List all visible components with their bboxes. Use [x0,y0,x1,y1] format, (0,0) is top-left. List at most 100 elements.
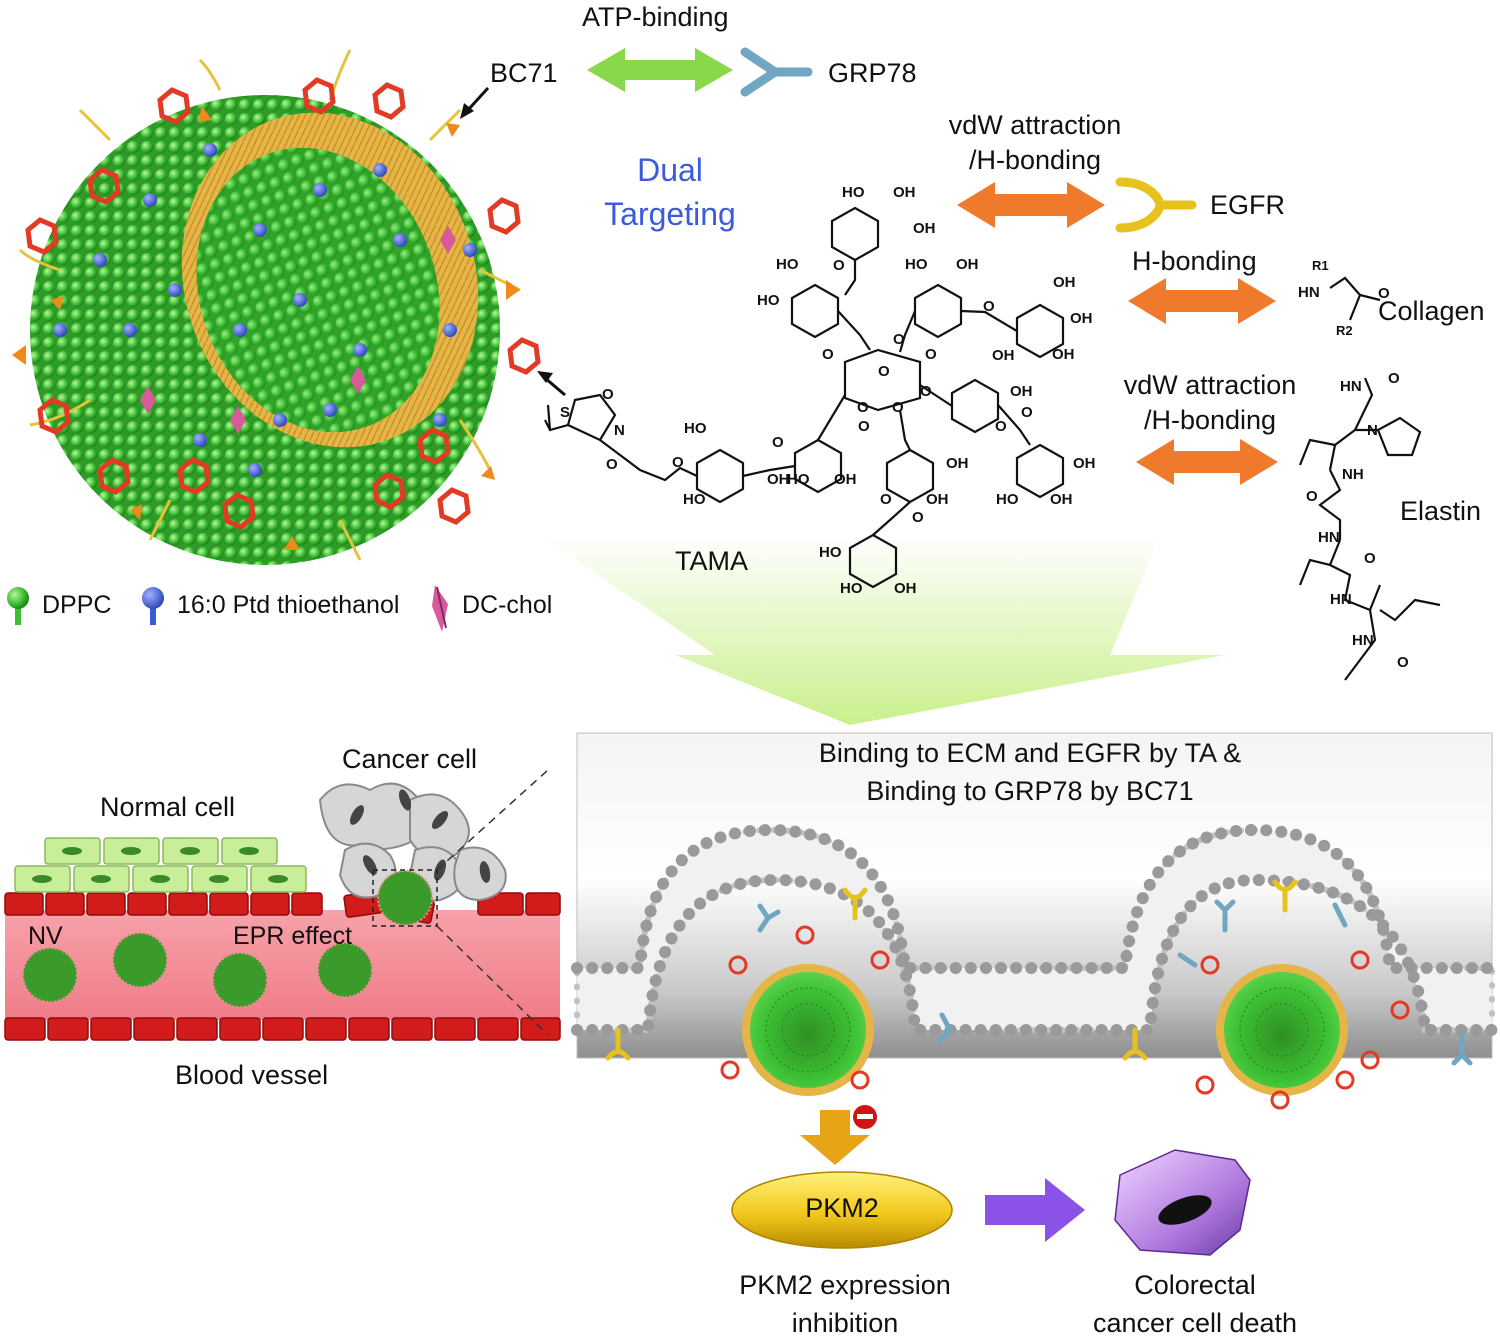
vdw-attraction-egfr-line1: vdW attraction [948,110,1122,140]
atom-o: O [920,383,932,400]
binding-panel [571,732,1498,1110]
tama-chemical-structure [544,206,1065,589]
atom-oh: OH [894,580,917,597]
atom-oh: OH [913,220,936,237]
atom-oh: OH [926,491,949,508]
vdw-attraction-egfr-line2: /H-bonding [968,145,1102,175]
atom-o: O [1388,370,1400,387]
atom-o: O [857,399,869,416]
atom-oh: OH [1052,346,1075,363]
atom-ho: HO [905,256,928,273]
epr-effect-label: EPR effect [233,922,353,950]
atom-o: O [1364,550,1376,567]
atom-hn: HN [1340,378,1362,395]
grp78-receptor-icon [740,47,813,97]
atp-binding-double-arrow [587,48,733,92]
atom-ho: HO [683,491,706,508]
atom-o: O [995,418,1007,435]
atom-o: O [912,509,924,526]
normal-cell-label: Normal cell [100,792,236,822]
death-arrow [985,1178,1085,1242]
atom-o: O [880,491,892,508]
h-bonding-label: H-bonding [1132,246,1257,276]
atom-o: O [672,454,684,471]
atom-o: O [602,386,614,403]
legend-dc-chol-label: DC-chol [462,591,553,619]
atom-nh: NH [1342,466,1364,483]
atom-ho: HO [776,256,799,273]
atom-o: O [1397,654,1409,671]
ptd-thioethanol-legend-icon [142,587,164,625]
atom-ho: HO [787,471,810,488]
atom-o: O [822,346,834,363]
atom-oh: OH [1073,455,1096,472]
cancer-cell-label: Cancer cell [342,744,478,774]
pkm2-down-arrow [800,1110,870,1165]
atom-ho: HO [819,544,842,561]
atom-r2: R2 [1336,323,1353,338]
tama-label: TAMA [675,546,748,576]
blood-vessel-schematic [4,782,561,1041]
atom-oh: OH [767,471,790,488]
pkm2-caption-line1: PKM2 expression [739,1270,951,1300]
atom-ho: HO [996,491,1019,508]
dual-targeting-line1: Dual [637,152,703,188]
egfr-label: EGFR [1210,190,1286,220]
collagen-binding-double-arrow [1128,278,1276,324]
atom-ho: HO [840,580,863,597]
atom-o: O [858,418,870,435]
atom-o: O [893,331,905,348]
atom-ho: HO [757,292,780,309]
atom-hn: HN [1318,529,1340,546]
egfr-binding-double-arrow [957,182,1105,228]
blood-vessel-label: Blood vessel [175,1060,329,1090]
elastin-label: Elastin [1400,496,1482,526]
liposome-nanovesicle [12,49,541,565]
death-caption-line1: Colorectal [1134,1270,1256,1300]
atom-o: O [606,456,618,473]
atom-s: S [560,404,571,421]
dying-cancer-cell-icon [1114,1149,1251,1256]
atom-o: O [983,298,995,315]
nv-label: NV [28,922,63,950]
atom-hn: HN [1298,284,1320,301]
vdw-attraction-elastin-line2: /H-bonding [1143,405,1277,435]
atom-ho: HO [684,420,707,437]
vdw-attraction-elastin-line1: vdW attraction [1123,370,1297,400]
atom-oh: OH [946,455,969,472]
zoom-lines [436,769,549,1036]
pkm2-caption-line2: inhibition [791,1308,899,1338]
bc71-pointer-arrow [460,86,490,119]
collagen-label: Collagen [1378,296,1485,326]
atom-oh: OH [1050,491,1073,508]
legend-ptd-thioethanol-label: 16:0 Ptd thioethanol [177,591,400,619]
elastin-binding-double-arrow [1136,439,1278,485]
dc-chol-legend-icon [432,585,448,632]
atom-o: O [1378,285,1390,302]
egfr-receptor-icon [1115,177,1197,233]
atom-o: O [925,346,937,363]
atom-o: O [892,399,904,416]
legend-dppc-label: DPPC [42,591,112,619]
atom-oh: OH [1010,383,1033,400]
death-caption-line2: cancer cell death [1092,1308,1298,1338]
panel-title-line1: Binding to ECM and EGFR by TA & [818,738,1242,768]
pkm2-label: PKM2 [805,1193,879,1223]
atom-oh: OH [992,347,1015,364]
atom-o: O [1306,488,1318,505]
elastin-collagen-structures [1298,276,1441,681]
atom-oh: OH [893,184,916,201]
atom-hn: HN [1352,632,1374,649]
atom-oh: OH [834,471,857,488]
atom-oh: OH [1070,310,1093,327]
atom-o: O [772,434,784,451]
atom-ho: HO [842,184,865,201]
inhibition-minus-icon [853,1105,877,1129]
atom-n: N [1367,422,1378,439]
dual-targeting-line2: Targeting [604,196,736,232]
panel-title-line2: Binding to GRP78 by BC71 [866,776,1194,806]
pkm2-ellipse [731,1171,953,1249]
large-down-arrow [540,535,1225,725]
atom-r1: R1 [1312,258,1329,273]
